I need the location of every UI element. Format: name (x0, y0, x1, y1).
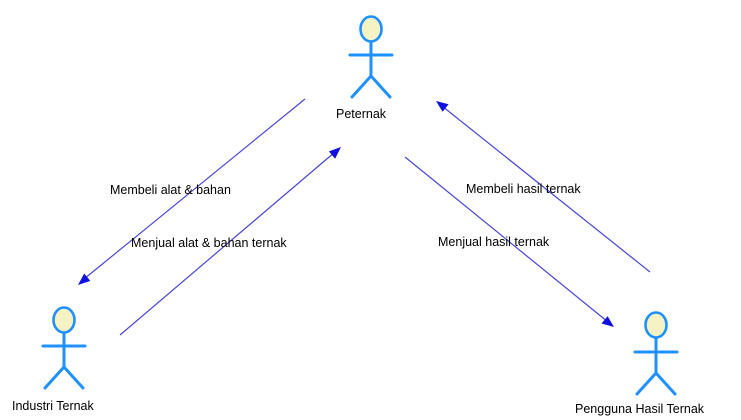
flow-membeli-alat-line (83, 98, 306, 280)
actor-pengguna-label: Pengguna Hasil Ternak (575, 402, 705, 416)
flow-menjual-hasil-line (404, 156, 609, 323)
flow-membeli-hasil-ternak[interactable] (436, 101, 651, 273)
actor-industri-left-leg (43, 365, 66, 390)
actor-industri-label: Industri Ternak (12, 399, 95, 413)
flow-menjual-alat-label: Menjual alat & bahan ternak (131, 236, 287, 250)
flow-membeli-alat-label: Membeli alat & bahan (110, 183, 231, 197)
actor-peternak-left-leg (350, 74, 373, 99)
actor-pengguna-head (644, 311, 668, 339)
flow-membeli-alat-arrowhead (78, 273, 91, 285)
actor-peternak[interactable] (348, 15, 394, 99)
actor-peternak-head (359, 15, 383, 43)
flow-menjual-alat-arrowhead (328, 147, 341, 159)
flow-menjual-alat-bahan[interactable] (119, 147, 341, 336)
actor-peternak-label: Peternak (336, 107, 387, 121)
flow-menjual-hasil-ternak[interactable] (404, 156, 614, 327)
flow-menjual-hasil-arrowhead (601, 316, 614, 327)
actor-pengguna-left-leg (635, 371, 658, 396)
flow-menjual-alat-line (119, 151, 336, 336)
flow-menjual-hasil-label: Menjual hasil ternak (438, 235, 550, 249)
actor-industri-ternak[interactable] (41, 306, 87, 390)
flow-membeli-alat-bahan[interactable] (78, 98, 306, 285)
actor-pengguna-hasil-ternak[interactable] (633, 311, 679, 396)
actor-pengguna-right-leg (654, 371, 677, 396)
flow-membeli-hasil-arrowhead (436, 101, 449, 112)
flow-membeli-hasil-label: Membeli hasil ternak (466, 182, 581, 196)
actor-peternak-right-leg (369, 74, 392, 99)
actor-industri-head (52, 306, 76, 334)
flow-membeli-hasil-line (441, 105, 651, 273)
actor-industri-right-leg (62, 365, 85, 390)
